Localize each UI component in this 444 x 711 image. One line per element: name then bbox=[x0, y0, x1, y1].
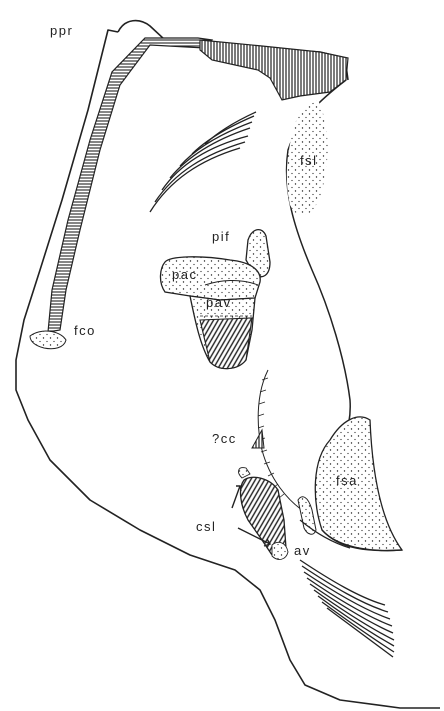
label-pif: pif bbox=[212, 230, 230, 243]
fsa-region bbox=[315, 417, 402, 551]
upper-striations bbox=[150, 112, 256, 212]
label-pac: pac bbox=[172, 268, 197, 281]
label-csl: csl bbox=[196, 520, 216, 533]
csl-dots bbox=[239, 468, 250, 478]
lower-striations bbox=[300, 560, 394, 657]
label-pav: pav bbox=[206, 296, 231, 309]
label-ppr: ppr bbox=[50, 24, 73, 37]
av-region bbox=[298, 497, 316, 534]
label-fco: fco bbox=[74, 324, 96, 337]
label-fsl: fsl bbox=[300, 154, 318, 167]
fco-region bbox=[30, 331, 66, 349]
label-fsa: fsa bbox=[336, 474, 358, 487]
cc-wedge bbox=[252, 430, 264, 448]
label-cc: ?cc bbox=[212, 432, 237, 445]
dark-top-block bbox=[200, 40, 348, 100]
label-av: av bbox=[294, 544, 311, 557]
pav-striped bbox=[200, 318, 252, 369]
